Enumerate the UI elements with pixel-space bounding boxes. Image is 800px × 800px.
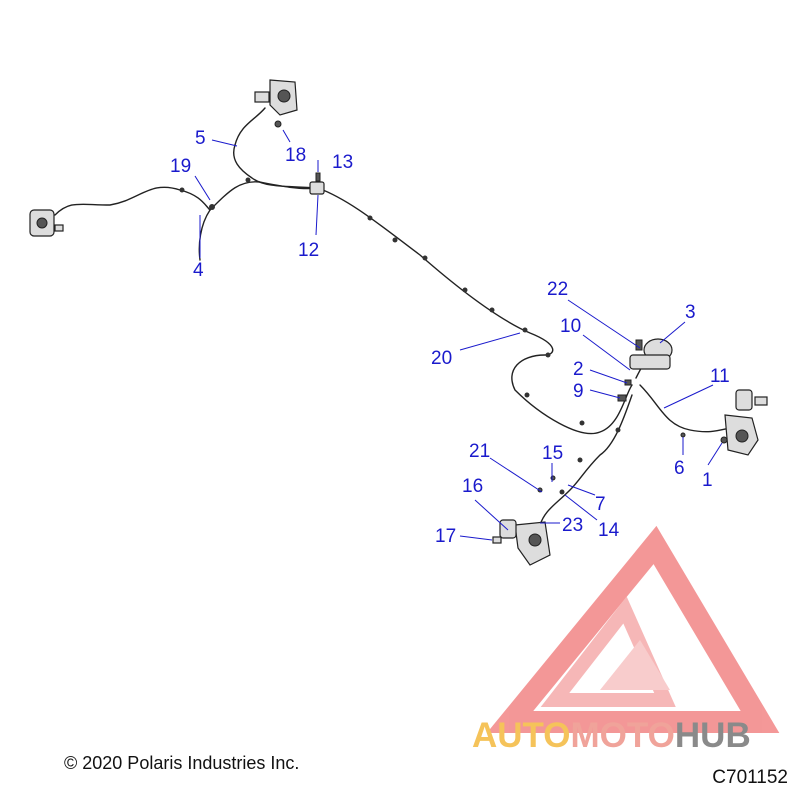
callout-11: 11 <box>710 366 730 387</box>
rear-right-caliper <box>724 389 768 456</box>
watermark-hub: HUB <box>674 716 751 755</box>
junction-block <box>309 181 325 195</box>
diagram-code: C701152 <box>712 767 788 788</box>
watermark-brand: AUTOMOTOHUB <box>472 716 751 756</box>
callout-2: 2 <box>573 359 584 380</box>
callout-23: 23 <box>562 515 583 536</box>
callout-7: 7 <box>595 494 606 515</box>
callout-19: 19 <box>170 156 191 177</box>
watermark-logo <box>486 525 780 733</box>
leader-lines <box>194 129 723 541</box>
callout-9: 9 <box>573 381 584 402</box>
callout-22: 22 <box>547 279 568 300</box>
callout-15: 15 <box>542 443 563 464</box>
callout-labels: 5 18 13 19 4 12 20 22 3 10 2 9 11 6 1 21… <box>170 128 730 547</box>
reservoir <box>629 338 673 370</box>
callout-6: 6 <box>674 458 685 479</box>
callout-13: 13 <box>332 152 353 173</box>
callout-18: 18 <box>285 145 306 166</box>
copyright-text: © 2020 Polaris Industries Inc. <box>64 753 300 773</box>
callout-14: 14 <box>598 520 620 541</box>
callout-12: 12 <box>298 240 319 261</box>
callout-3: 3 <box>685 302 696 323</box>
callout-10: 10 <box>560 316 581 337</box>
small-fittings <box>274 120 728 493</box>
callout-20: 20 <box>431 348 452 369</box>
master-cylinder-bracket <box>254 79 298 116</box>
callout-5: 5 <box>195 128 206 149</box>
brake-lines <box>54 107 731 526</box>
callout-1: 1 <box>702 470 713 491</box>
watermark-moto: MOTO <box>570 716 675 755</box>
callout-4: 4 <box>193 260 204 281</box>
rear-left-caliper <box>492 519 551 566</box>
callout-17: 17 <box>435 526 456 547</box>
line-clips <box>179 177 621 495</box>
callout-21: 21 <box>469 441 490 462</box>
watermark-auto: AUTO <box>472 716 571 755</box>
front-left-caliper <box>29 209 64 237</box>
callout-16: 16 <box>462 476 483 497</box>
